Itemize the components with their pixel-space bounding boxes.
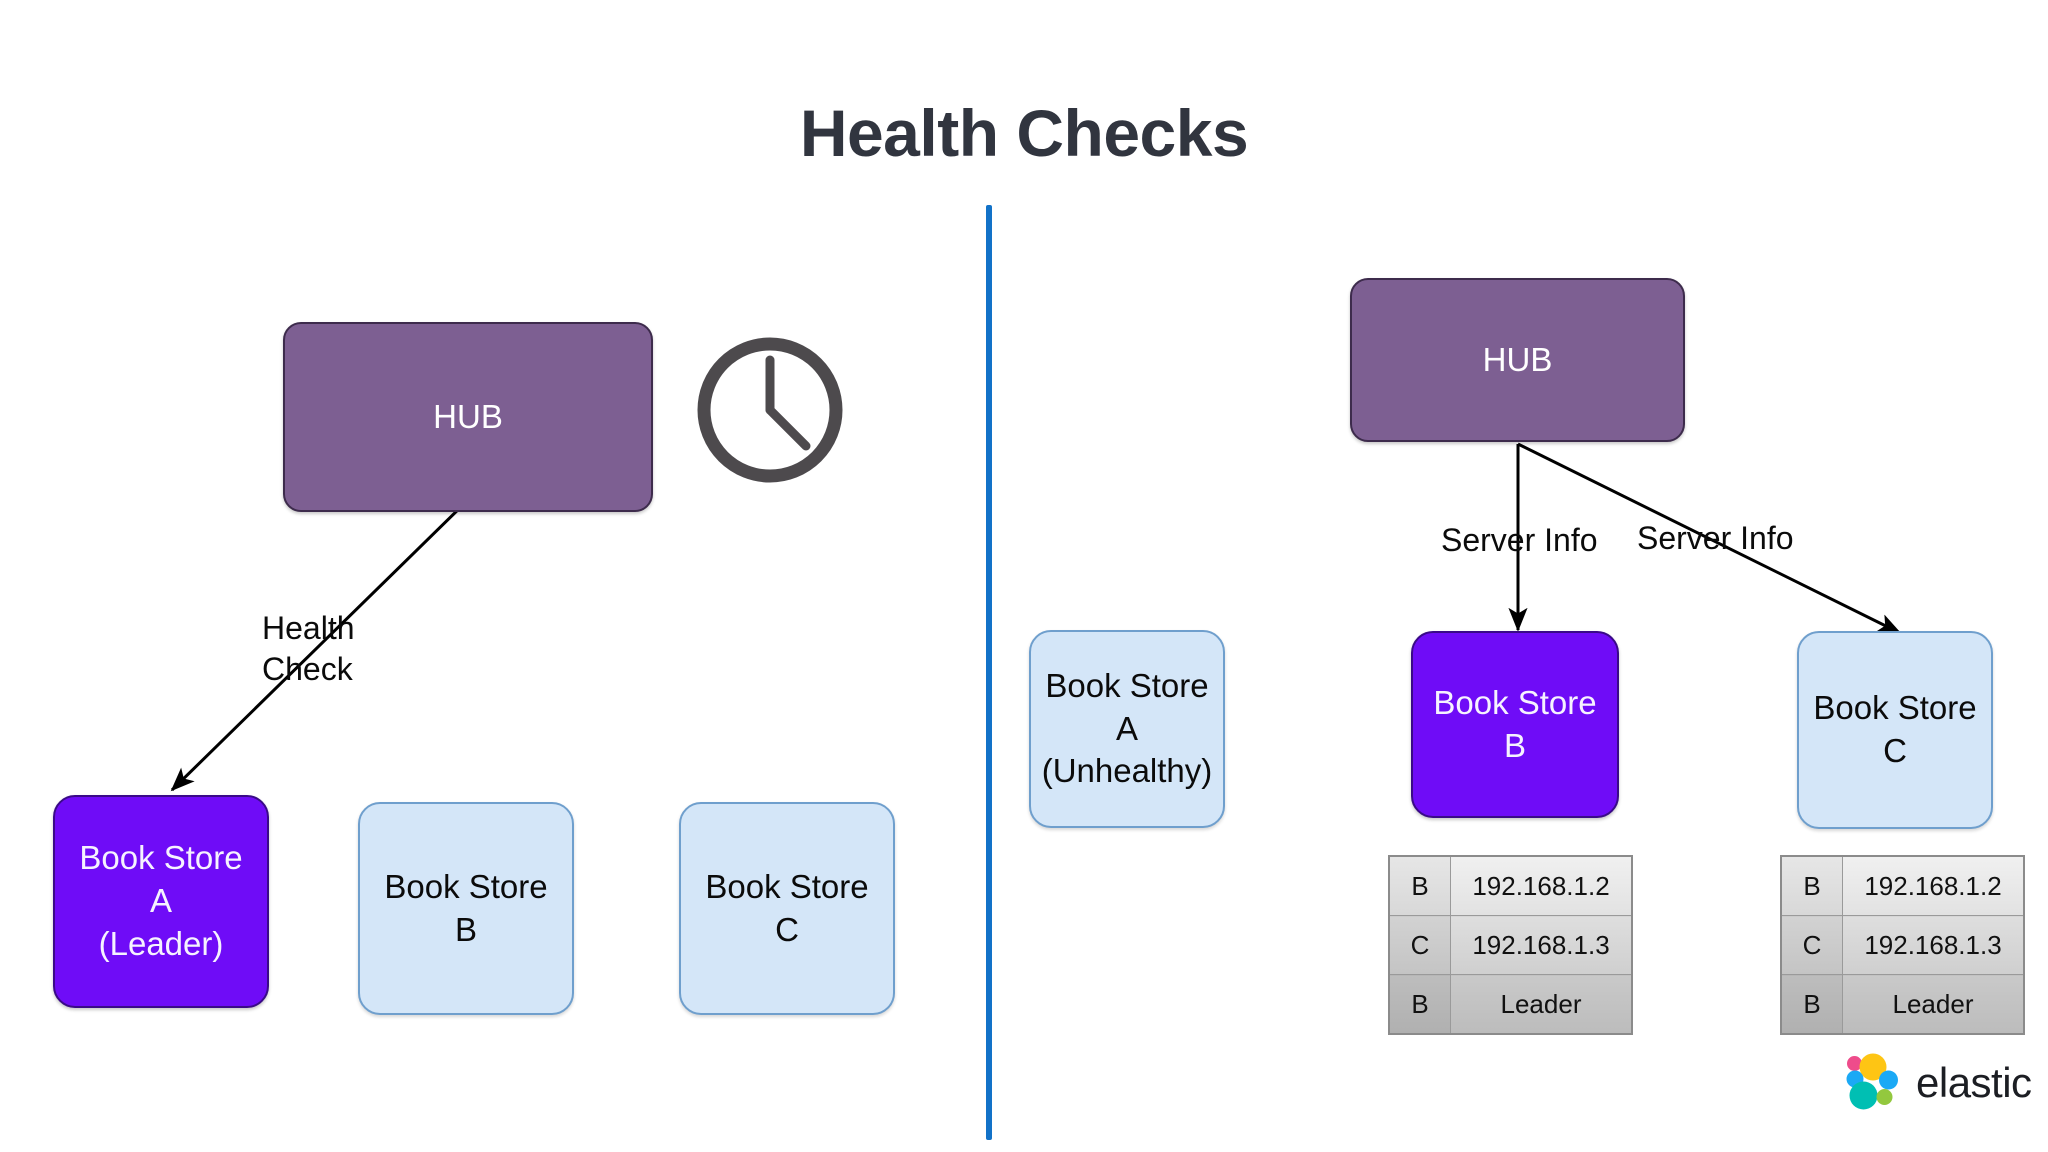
table-cell-value: 192.168.1.2 xyxy=(1450,855,1633,916)
right-hub-node[interactable]: HUB xyxy=(1350,278,1685,442)
table-cell-key: C xyxy=(1780,915,1843,975)
left-node-bookstore-b[interactable]: Book Store B xyxy=(358,802,574,1015)
left-node-bookstore-c-label: Book Store C xyxy=(705,867,869,948)
left-node-bookstore-a-label: Book Store A (Leader) xyxy=(79,839,243,962)
left-node-bookstore-c[interactable]: Book Store C xyxy=(679,802,895,1015)
right-node-bookstore-c[interactable]: Book Store C xyxy=(1797,631,1993,829)
table-cell-key: B xyxy=(1780,974,1843,1035)
table-cell-value: 192.168.1.3 xyxy=(1842,915,2025,975)
left-hub-node[interactable]: HUB xyxy=(283,322,653,512)
elastic-wordmark: elastic xyxy=(1916,1059,2032,1106)
table-cell-key: C xyxy=(1388,915,1451,975)
table-cell-value: 192.168.1.3 xyxy=(1450,915,1633,975)
server-info-table-b: B 192.168.1.2 C 192.168.1.3 B Leader xyxy=(1388,855,1633,1035)
table-row: B Leader xyxy=(1388,974,1633,1035)
edge-label-server-info-c: Server Info xyxy=(1637,520,1794,556)
right-node-bookstore-a-label: Book Store A (Unhealthy) xyxy=(1041,666,1213,790)
elastic-logo: elastic xyxy=(1842,1052,2032,1114)
elastic-mark-icon xyxy=(1846,1053,1898,1110)
edge-label-server-info-b: Server Info xyxy=(1441,522,1598,558)
table-cell-value: 192.168.1.2 xyxy=(1842,855,2025,916)
right-node-bookstore-b-label: Book Store B xyxy=(1433,683,1597,764)
left-node-bookstore-b-label: Book Store B xyxy=(384,867,548,948)
panel-divider xyxy=(986,205,992,1140)
table-row: B Leader xyxy=(1780,974,2025,1035)
clock-icon xyxy=(697,337,843,483)
table-cell-value: Leader xyxy=(1842,974,2025,1035)
table-row: B 192.168.1.2 xyxy=(1780,855,2025,916)
server-info-table-c: B 192.168.1.2 C 192.168.1.3 B Leader xyxy=(1780,855,2025,1035)
table-cell-value: Leader xyxy=(1450,974,1633,1035)
table-row: C 192.168.1.3 xyxy=(1388,915,1633,975)
table-row: B 192.168.1.2 xyxy=(1388,855,1633,916)
right-hub-label: HUB xyxy=(1482,340,1553,378)
table-row: C 192.168.1.3 xyxy=(1780,915,2025,975)
table-cell-key: B xyxy=(1780,855,1843,916)
right-node-bookstore-c-label: Book Store C xyxy=(1813,689,1977,769)
table-cell-key: B xyxy=(1388,855,1451,916)
right-node-bookstore-b[interactable]: Book Store B xyxy=(1411,631,1619,818)
left-hub-label: HUB xyxy=(433,397,503,435)
table-cell-key: B xyxy=(1388,974,1451,1035)
page-title: Health Checks xyxy=(799,96,1249,170)
left-node-bookstore-a[interactable]: Book Store A (Leader) xyxy=(53,795,269,1008)
edge-label-health-check: Health Check xyxy=(262,610,355,687)
right-node-bookstore-a[interactable]: Book Store A (Unhealthy) xyxy=(1029,630,1225,828)
